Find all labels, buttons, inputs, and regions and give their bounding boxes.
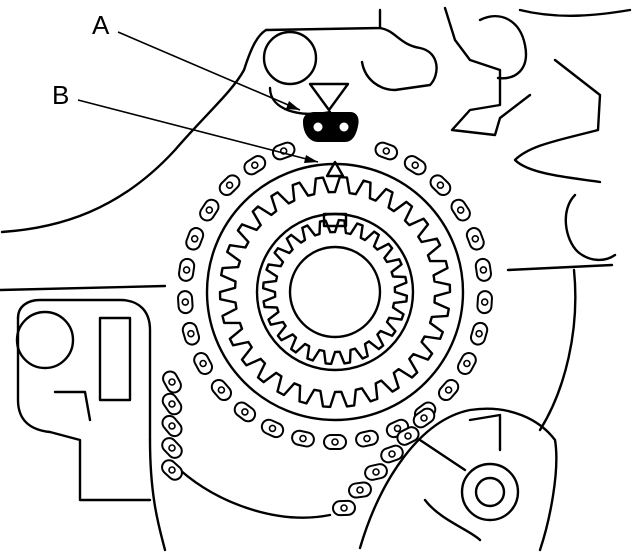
chain-link [456, 351, 477, 376]
sprocket-triangle-mark [325, 160, 345, 178]
colored-chain-link [303, 112, 359, 142]
chain-link [161, 437, 183, 459]
chain-link [374, 141, 399, 161]
chain-link [396, 426, 420, 446]
chain-link [476, 290, 493, 315]
timing-chain [161, 141, 493, 517]
chain-link [465, 227, 485, 251]
chain-link [403, 155, 427, 176]
timing-marks [303, 82, 359, 178]
chain-link [323, 434, 347, 450]
chain-link [161, 392, 183, 416]
chain-link [291, 429, 315, 448]
chain-link [161, 414, 183, 438]
chain-link [474, 257, 492, 282]
chain-tensioner [358, 407, 558, 552]
callout-a: A [92, 10, 110, 40]
chain-link [469, 321, 489, 346]
crankshaft-sprocket [205, 162, 465, 422]
chain-link [199, 198, 220, 222]
chain-link [233, 401, 257, 423]
chain-link [185, 227, 205, 251]
chain-link [429, 174, 452, 197]
chain-link [181, 321, 201, 346]
callout-leader-lines [77, 31, 319, 163]
chain-link [178, 257, 196, 282]
chain-link [162, 370, 182, 394]
chain-link [177, 290, 194, 315]
chain-link [437, 378, 460, 402]
chain-link [193, 351, 214, 376]
chain-link [332, 499, 356, 517]
cover-pointer-mark [308, 82, 350, 112]
chain-link [243, 155, 267, 176]
chain-link [364, 463, 388, 481]
chain-link [210, 378, 233, 402]
chain-link [161, 459, 183, 481]
lower-chain-path [178, 468, 332, 519]
chain-link [450, 198, 471, 222]
chain-link [260, 418, 285, 439]
callout-b: B [52, 80, 70, 110]
chain-link [218, 174, 241, 197]
chain-link [348, 481, 372, 499]
chain-link [380, 444, 404, 464]
chain-link [355, 429, 379, 448]
chain-link [412, 407, 436, 429]
engine-housing-outline [0, 6, 632, 552]
